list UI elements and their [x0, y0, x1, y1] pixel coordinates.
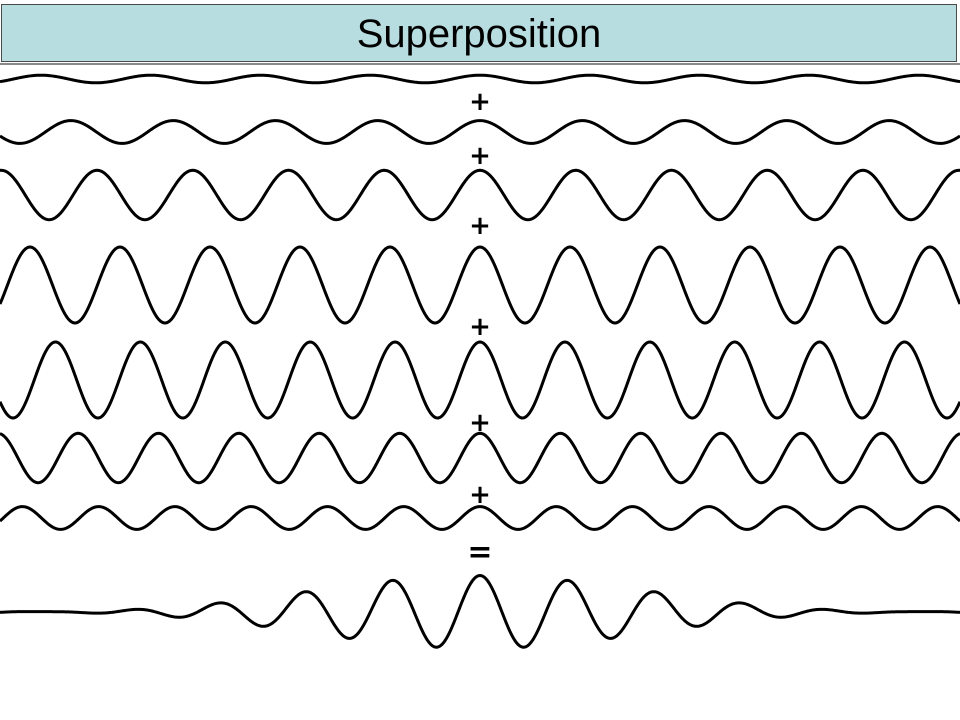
component-wave [0, 73, 960, 85]
plus-operator: + [469, 480, 491, 510]
component-wave [0, 245, 960, 325]
plus-operator: + [469, 408, 491, 438]
slide-title: Superposition [356, 12, 602, 56]
equals-operator: = [467, 535, 492, 570]
plus-operator: + [469, 312, 491, 342]
wave-group [0, 73, 960, 649]
component-wave [0, 505, 960, 531]
component-wave [0, 431, 960, 485]
title-bar: Superposition [1, 4, 957, 62]
component-wave [0, 119, 960, 145]
plus-operator: + [469, 211, 491, 241]
component-wave [0, 340, 960, 420]
title-divider [0, 63, 960, 65]
plus-operator: + [469, 87, 491, 117]
resultant-wave-packet [0, 574, 960, 649]
operator-group: + + + + + + = [467, 87, 492, 570]
component-wave [0, 168, 960, 222]
plus-operator: + [469, 141, 491, 171]
